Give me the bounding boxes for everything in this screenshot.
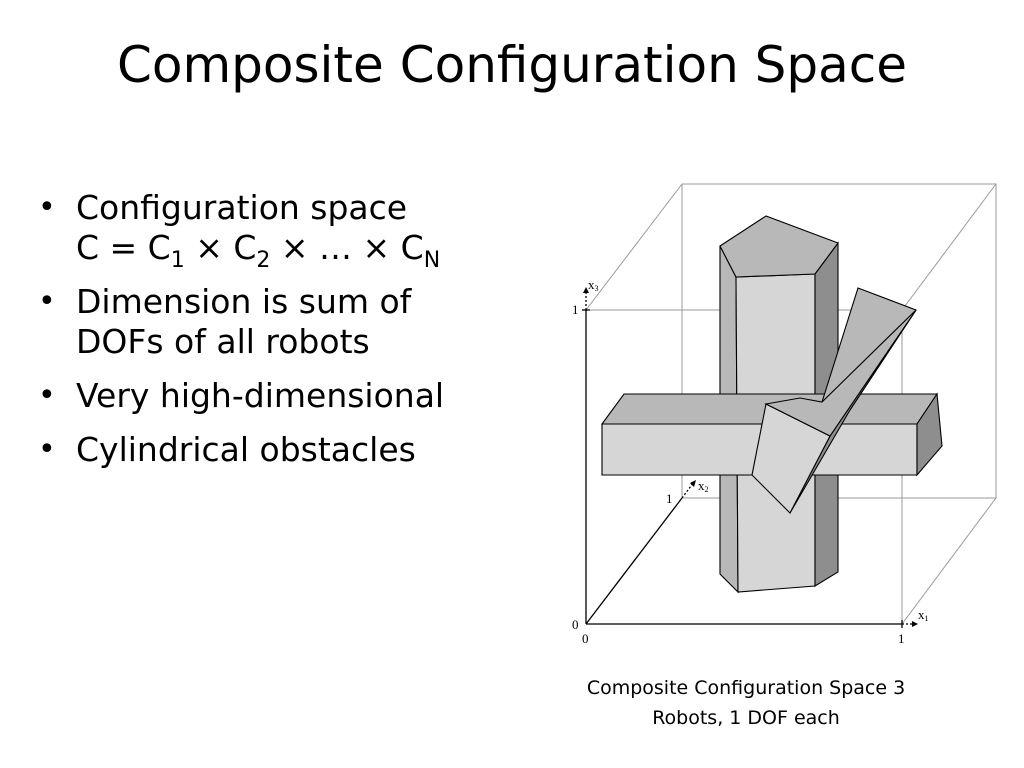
- caption-line: Robots, 1 DOF each: [652, 707, 840, 729]
- figure-caption: Composite Configuration Space 3 Robots, …: [560, 673, 932, 733]
- bullet-text: DOFs of all robots: [76, 322, 370, 361]
- axes: [582, 290, 915, 628]
- bullet-text: Configuration space: [76, 188, 408, 227]
- bullet-text: Very high-dimensional: [76, 376, 445, 415]
- tick-origin-y: 0: [572, 617, 579, 632]
- bullet-dot: •: [38, 190, 56, 225]
- bullet-text: Dimension is sum of: [76, 282, 412, 321]
- bullet-high-dimensional: • Very high-dimensional: [36, 376, 506, 416]
- formula: C = C1 × C2 × … × CN: [76, 228, 441, 273]
- bullet-dot: •: [38, 284, 56, 319]
- bullet-configuration-space: • Configuration space C = C1 × C2 × … × …: [36, 188, 506, 273]
- axis-label-x2: x2: [698, 478, 709, 494]
- bullet-text: Cylindrical obstacles: [76, 430, 416, 469]
- bullet-list: • Configuration space C = C1 × C2 × … × …: [36, 188, 506, 486]
- tilted-prism: [751, 287, 917, 514]
- vertical-prism: [719, 215, 839, 594]
- configuration-space-figure: 0 0 1 1 1 x1 x3 x2: [572, 183, 997, 646]
- tick-origin-x: 0: [582, 631, 589, 646]
- caption-line: Composite Configuration Space 3: [586, 677, 906, 699]
- axis-labels: 0 0 1 1 1 x1 x3 x2: [572, 277, 929, 646]
- tick-x3-one: 1: [572, 302, 579, 317]
- axis-label-x1: x1: [918, 607, 929, 623]
- slide-title: Composite Configuration Space: [116, 36, 908, 94]
- axis-arrows: [583, 287, 918, 627]
- bullet-dimension: • Dimension is sum of DOFs of all robots: [36, 282, 506, 362]
- axis-label-x3: x3: [588, 277, 599, 293]
- bullet-dot: •: [38, 378, 56, 413]
- bullet-cylindrical-obstacles: • Cylindrical obstacles: [36, 430, 506, 470]
- tick-x2-one: 1: [666, 491, 673, 506]
- tick-x1-one: 1: [898, 631, 905, 646]
- cube-wireframe: [585, 183, 997, 625]
- bullet-dot: •: [38, 432, 56, 467]
